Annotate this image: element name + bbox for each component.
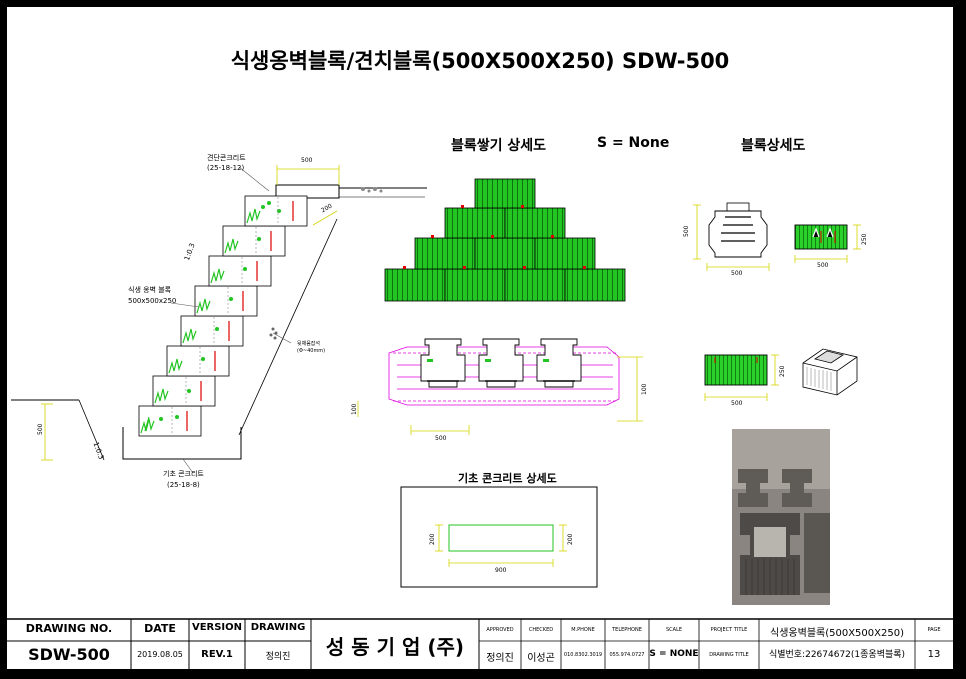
block-name-label: 식생 옹벽 블록 (128, 286, 172, 294)
stack-detail-heading: 블록쌓기 상세도 (451, 138, 547, 154)
wall-blocks (138, 195, 308, 437)
drawing-label: DRAWING (250, 622, 306, 633)
drawn-by-value: 정의진 (265, 652, 291, 662)
scale-value: S = NONE (649, 649, 699, 659)
drawing-title-value: 식별번호:22674672(1종옹벽블록) (768, 650, 906, 660)
company-name: 성 동 기 업 (주) (325, 635, 465, 659)
drawing-no-value: SDW-500 (28, 645, 110, 664)
dim-wall-top-width: 500 (301, 157, 313, 164)
base-concrete-label: 기초 콘크리트 (163, 470, 204, 478)
block-detail-heading: 블록상세도 (741, 138, 806, 154)
project-title-label: PROJECT TITLE (710, 627, 748, 633)
scale-label: SCALE (665, 627, 683, 633)
block-detail-views (693, 202, 861, 401)
dim-block-side-height: 250 (861, 233, 868, 245)
block-stack-elevation (384, 178, 626, 302)
mphone-label: M.PHONE (571, 627, 595, 633)
mphone-value: 010.8302.3019 (563, 652, 603, 658)
telephone-label: TELEPHONE (612, 627, 642, 633)
dim-foundation-width: 900 (495, 567, 507, 574)
block-plan-view (357, 338, 643, 435)
drawing-no-label: DRAWING NO. (25, 622, 113, 635)
approved-label: APPROVED (486, 627, 514, 633)
wall-cross-section (11, 165, 427, 474)
dim-block-front-height: 500 (683, 225, 690, 237)
foundation-detail (400, 486, 598, 588)
base-concrete-spec: (25-18-8) (167, 481, 200, 489)
telephone-value: 055.974.0727 (609, 652, 645, 658)
dim-plan-depth: 100 (641, 383, 648, 395)
project-title-value: 식생옹벽블록(500X500X250) (770, 628, 904, 639)
dim-block-back-height: 250 (779, 365, 786, 377)
drawing-title-label: DRAWING TITLE (709, 652, 749, 658)
filter-stone-label: 뒷채움잡석 (297, 341, 321, 347)
dim-foundation-height-left: 200 (429, 533, 436, 545)
block-size-label: 500x500x250 (128, 297, 177, 305)
filter-stone-spec: (Φ~40mm) (297, 348, 326, 354)
page-title: 식생옹벽블록/견치블록(500X500X250) SDW-500 (230, 49, 730, 73)
dim-block-back-width: 500 (731, 400, 743, 407)
drawing-sheet: 식생옹벽블록/견치블록(500X500X250) SDW-500 블록쌓기 상세… (6, 6, 954, 670)
dim-block-side-width: 500 (817, 262, 829, 269)
block-photo (732, 429, 830, 605)
approved-value: 정의진 (486, 653, 514, 664)
dim-wall-base-height: 500 (37, 423, 44, 435)
page-value: 13 (927, 649, 941, 660)
top-concrete-label: 견단콘크리트 (207, 154, 246, 162)
dim-foundation-height-right: 200 (567, 533, 574, 545)
scale-heading: S = None (597, 135, 670, 151)
date-value: 2019.08.05 (137, 650, 183, 659)
date-label: DATE (144, 622, 176, 635)
top-concrete-spec: (25-18-12) (207, 164, 245, 172)
checked-value: 이성곤 (527, 653, 555, 664)
foundation-detail-heading: 기초 콘크리트 상세도 (458, 472, 557, 485)
cad-drawing (7, 165, 953, 669)
version-value: REV.1 (201, 649, 233, 660)
dim-block-front-width: 500 (731, 270, 743, 277)
version-label: VERSION (191, 622, 243, 633)
dim-plan-height: 100 (351, 403, 358, 415)
checked-label: CHECKED (528, 627, 554, 633)
page-label: PAGE (927, 627, 941, 633)
dim-plan-width: 500 (435, 435, 447, 442)
title-block-grid (7, 618, 953, 669)
